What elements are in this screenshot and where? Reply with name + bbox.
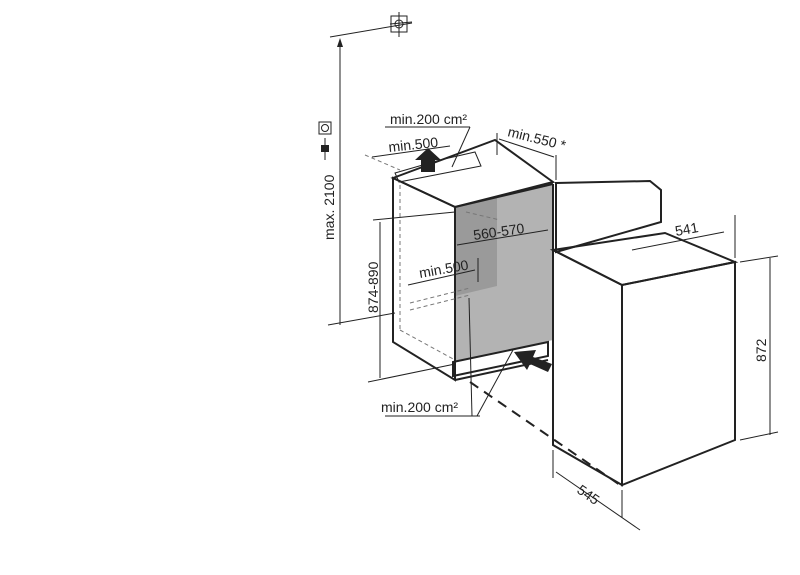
- top-vent-area-label: min.200 cm²: [390, 111, 467, 127]
- appliance: [549, 231, 739, 487]
- appliance-height-label: 872: [753, 338, 769, 362]
- appliance-width-label: 541: [674, 219, 700, 239]
- floor-projection-line: [469, 381, 621, 486]
- max-height-label: max. 2100: [321, 174, 337, 240]
- ceiling-target-icon: [389, 12, 413, 37]
- appliance-depth-label: 545: [574, 481, 602, 508]
- floor-line: [327, 312, 396, 326]
- arrowhead: [337, 38, 343, 47]
- plug-icon: [321, 138, 329, 160]
- airflow-arrow-in-icon: [514, 350, 552, 372]
- niche-width-label: 560-570: [472, 220, 525, 243]
- socket-icon: [318, 121, 332, 135]
- niche-door: [555, 179, 662, 254]
- niche-height-label: 874-890: [365, 261, 381, 313]
- top-vent-depth-label: min.500: [388, 134, 439, 155]
- bottom-vent-area-label: min.200 cm²: [381, 399, 458, 415]
- door-clearance-label: min.550 *: [506, 123, 568, 153]
- cabinet-niche: [390, 138, 556, 382]
- ceiling-line: [329, 22, 413, 38]
- airflow-arrow-up-icon: [415, 148, 441, 172]
